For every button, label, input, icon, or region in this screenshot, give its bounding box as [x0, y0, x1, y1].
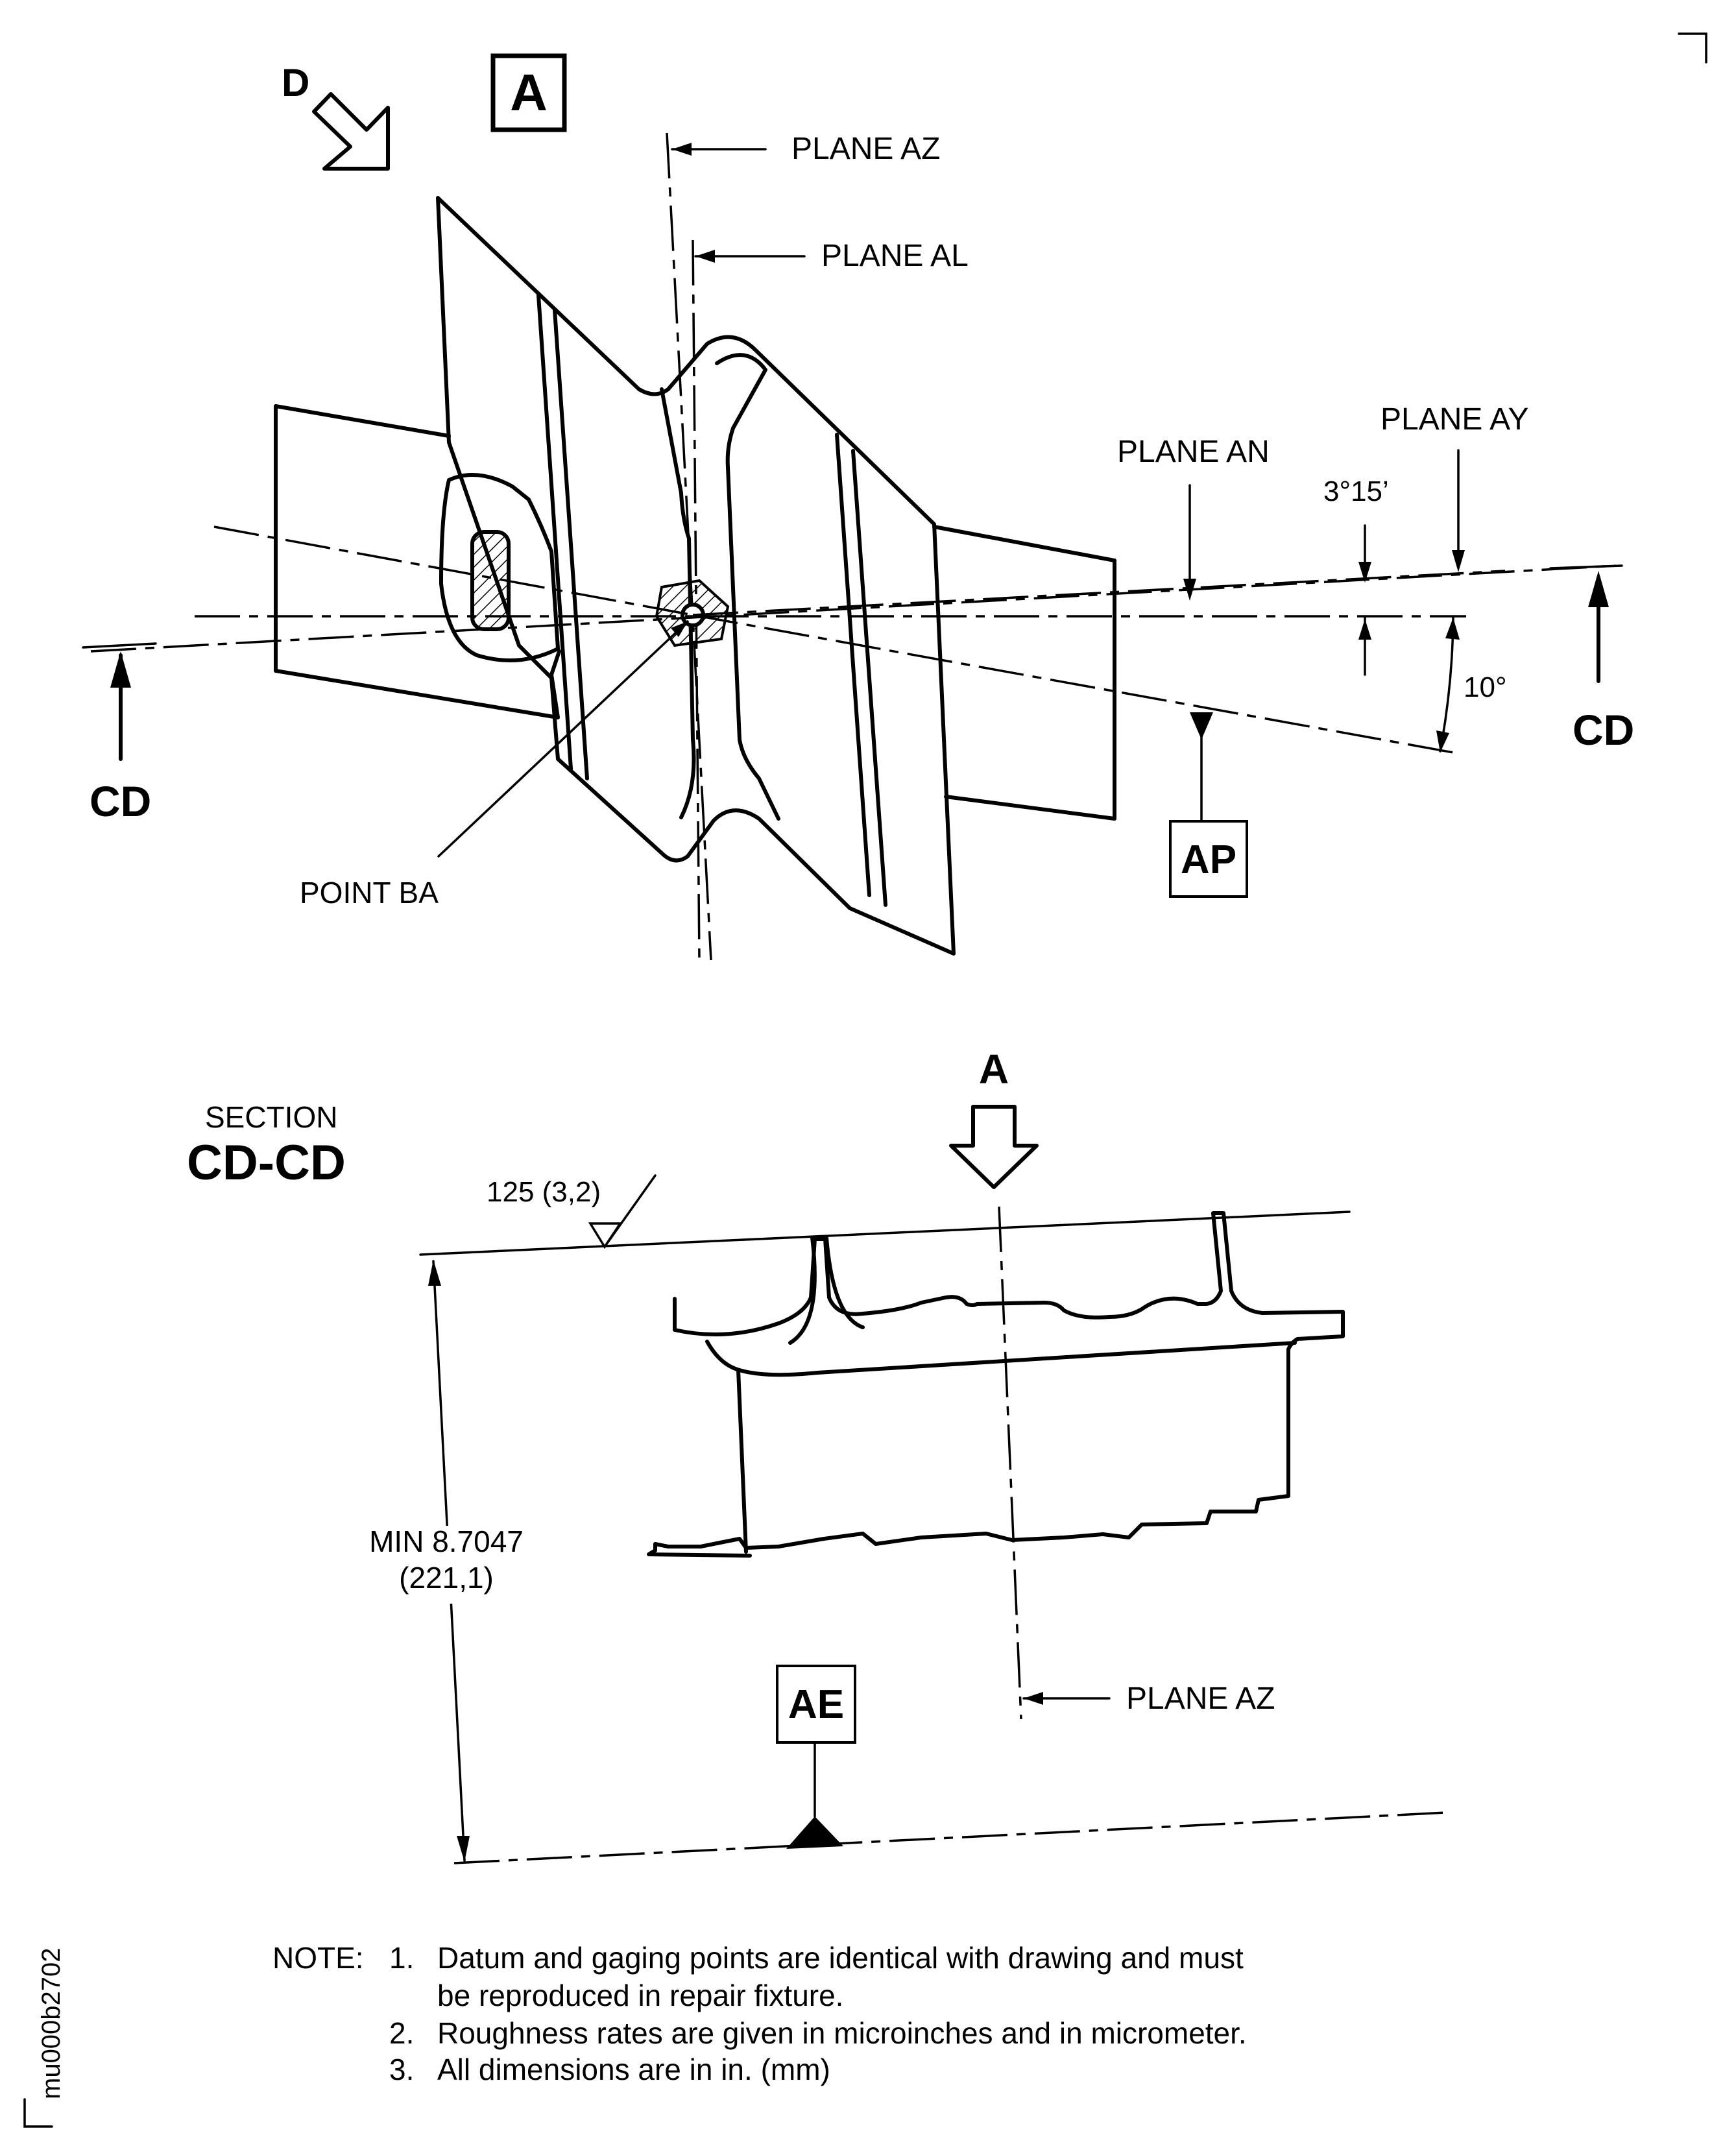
- plane-ay-arrowhead: [1452, 550, 1465, 572]
- datum-ap-label: AP: [1181, 838, 1236, 882]
- corner-mark: [1678, 32, 1707, 64]
- section-right-bar: [1549, 564, 1623, 570]
- note-3-number: 3.: [389, 2053, 414, 2086]
- view-letter-box: [490, 53, 567, 132]
- datum-ae-label: AE: [788, 1682, 844, 1727]
- plane-az-bottom-arrowhead: [1024, 1692, 1043, 1705]
- plane-an-line-ext: [692, 570, 1506, 616]
- datum-ae-box: [776, 1665, 856, 1744]
- left-wall: [736, 1368, 748, 1554]
- figure-id-bracket: [23, 2098, 53, 2128]
- angle-large-label: 10°: [1464, 671, 1507, 703]
- inner-root-2: [825, 1236, 865, 1329]
- plane-an-line: [213, 525, 693, 616]
- angle-small-arrow-bottom: [1358, 619, 1371, 640]
- datum-ae-line: [453, 1811, 1447, 1864]
- dimension-arrow-top: [428, 1260, 441, 1286]
- platform-lower-arc: [705, 1340, 1297, 1377]
- point-ba-leader: [437, 620, 689, 858]
- roughness-symbol-icon: [588, 1174, 657, 1249]
- section-heading-small: SECTION: [205, 1100, 337, 1134]
- plane-al-label: PLANE AL: [821, 239, 969, 273]
- note-label: NOTE:: [272, 1941, 364, 1975]
- section-centerline: [998, 1206, 1022, 1720]
- blade-inner-edge-4: [835, 433, 871, 897]
- plane-az-line: [666, 132, 712, 961]
- section-right-arrowhead: [1588, 571, 1609, 607]
- plane-al-arrowhead: [695, 250, 715, 263]
- blade-platform-outline: [660, 387, 696, 819]
- plane-ap-line: [692, 614, 1454, 754]
- blade-inner-edge-3: [715, 353, 780, 821]
- view-a: D A PLANE AZ PLANE AL: [82, 53, 1634, 961]
- inner-root: [788, 1236, 817, 1345]
- dimension-value: MIN 8.7047: [369, 1524, 524, 1558]
- plane-an-arrowhead: [1183, 579, 1196, 601]
- top-reference-line: [419, 1211, 1351, 1256]
- plane-az-label: PLANE AZ: [791, 132, 940, 166]
- section-cut-line: [90, 564, 1616, 653]
- figure-id: mu000b2702: [37, 1947, 66, 2099]
- section-arrow-letter: A: [979, 1046, 1009, 1092]
- note-1-line1: Datum and gaging points are identical wi…: [437, 1941, 1244, 1975]
- dimension-text-gap: [350, 1526, 545, 1604]
- note-3-line1: All dimensions are in in. (mm): [437, 2053, 830, 2086]
- plane-ay-label: PLANE AY: [1380, 402, 1529, 437]
- blade-inner-edge-2: [553, 308, 589, 780]
- plane-az-arrowhead: [672, 143, 692, 156]
- note-2-line1: Roughness rates are given in microinches…: [437, 2016, 1247, 2050]
- plane-an-label: PLANE AN: [1117, 435, 1270, 469]
- section-heading-large: CD-CD: [187, 1135, 346, 1190]
- angle-small-arrow-top: [1358, 562, 1371, 583]
- dimension-metric: (221,1): [399, 1561, 494, 1595]
- notes: NOTE: 1. Datum and gaging points are ide…: [272, 1941, 1247, 2086]
- blade-body: [436, 196, 956, 956]
- datum-ap-box: [1169, 820, 1248, 898]
- view-d-label: D: [282, 61, 309, 104]
- note-2-number: 2.: [389, 2016, 414, 2050]
- dimension-arrow-bottom: [457, 1836, 470, 1862]
- plane-az-bottom-label: PLANE AZ: [1126, 1681, 1275, 1716]
- datum-ae-triangle: [786, 1816, 843, 1849]
- roughness-label: 125 (3,2): [487, 1176, 601, 1208]
- angle-small-label: 3°15’: [1323, 476, 1389, 507]
- section-cd-cd: SECTION CD-CD A 125 (3,2) PLANE AZ MIN 8…: [187, 1046, 1447, 1864]
- point-ba-arrowhead: [671, 621, 688, 637]
- blade-inner-edge-1: [536, 293, 573, 771]
- left-base-block: [274, 404, 561, 719]
- view-d-arrow-icon: [312, 92, 390, 171]
- angle-large-arrow-top: [1445, 618, 1460, 640]
- section-profile: [647, 1211, 1345, 1558]
- pocket-breakout: [439, 473, 560, 662]
- note-1-line2: be reproduced in repair fixture.: [437, 1979, 843, 2012]
- section-left-bar: [82, 642, 157, 649]
- blade-inner-edge-5: [851, 449, 887, 907]
- note-1-number: 1.: [389, 1941, 414, 1975]
- view-a-arrow-icon: [949, 1105, 1039, 1189]
- section-left-label: CD: [90, 777, 151, 825]
- section-left-arrowhead: [110, 651, 131, 688]
- angle-large-arrow-bottom: [1436, 730, 1449, 753]
- section-right-label: CD: [1573, 706, 1634, 754]
- view-letter: A: [510, 64, 548, 121]
- point-ba-label: POINT BA: [300, 876, 439, 910]
- right-base-block: [932, 525, 1116, 821]
